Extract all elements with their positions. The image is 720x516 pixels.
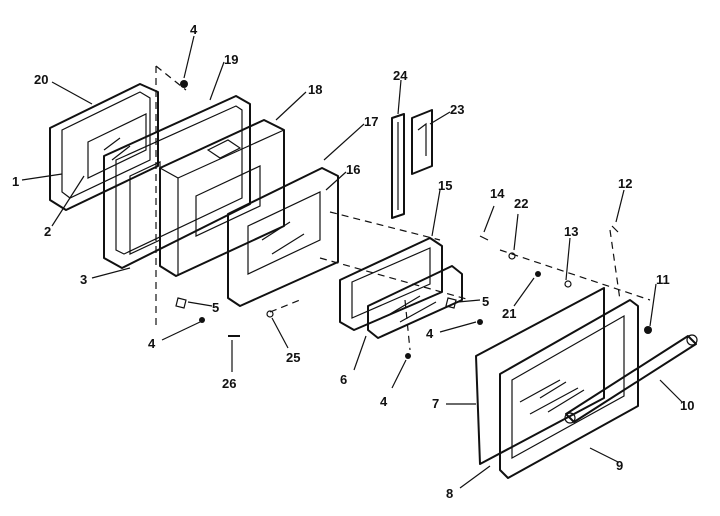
callout-26: 26 [222,376,236,391]
hardware [175,80,652,359]
assembly-lines [155,65,651,351]
callout-4-mid: 4 [426,326,434,341]
callout-18: 18 [308,82,322,97]
callout-5-right: 5 [482,294,489,309]
callout-19: 19 [224,52,238,67]
callout-25: 25 [286,350,300,365]
part-17-glass-frame [227,167,339,307]
part-15-window-pack [339,237,443,331]
part-24-trim-strip [391,113,405,219]
callout-15: 15 [438,178,452,193]
callout-22: 22 [514,196,528,211]
callout-13: 13 [564,224,578,239]
callout-20: 20 [34,72,48,87]
callout-4-bottom: 4 [380,394,388,409]
part-18-insulation [159,119,285,277]
part-6-glass-panel [367,265,463,339]
part-23-trim-piece [411,109,433,175]
callout-4-left: 4 [148,336,156,351]
callout-1: 1 [12,174,19,189]
leader-lines [21,35,683,489]
part-10-handle [564,334,698,424]
callout-labels: 20 19 4 18 24 23 17 1 2 16 15 14 22 12 1… [12,22,694,501]
callout-3: 3 [80,272,87,287]
callout-9: 9 [616,458,623,473]
callout-12: 12 [618,176,632,191]
part-7-outer-glass [475,287,605,465]
callout-8: 8 [446,486,453,501]
callout-5-left: 5 [212,300,219,315]
callout-17: 17 [364,114,378,129]
callout-24: 24 [393,68,408,83]
callout-6: 6 [340,372,347,387]
part-20-inner-panel [49,83,159,211]
callout-14: 14 [490,186,505,201]
callout-16: 16 [346,162,360,177]
part-9-outer-door [499,299,639,479]
callout-7: 7 [432,396,439,411]
callout-23: 23 [450,102,464,117]
callout-11: 11 [656,272,670,287]
callout-10: 10 [680,398,694,413]
callout-4-top: 4 [190,22,198,37]
callout-21: 21 [502,306,516,321]
callout-2: 2 [44,224,51,239]
